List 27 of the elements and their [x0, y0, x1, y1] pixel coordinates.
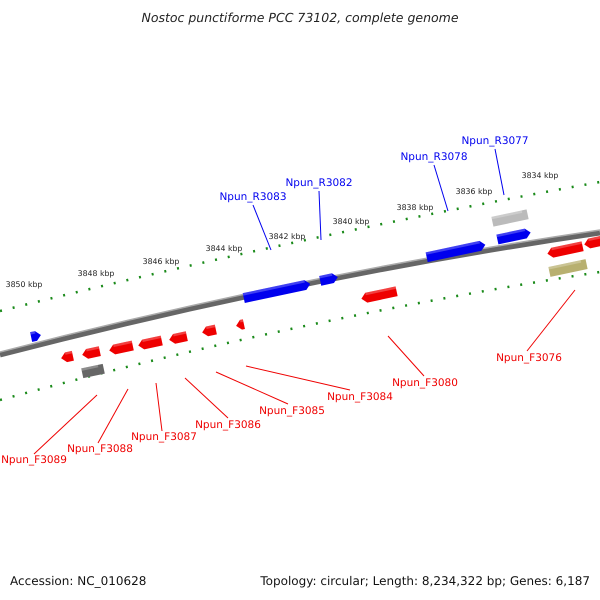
- genome-info-text: Topology: circular; Length: 8,234,322 bp; Genes: 6,187: [260, 575, 590, 587]
- leader-line: [434, 164, 448, 212]
- leader-line: [184, 378, 228, 418]
- leader-line: [246, 366, 350, 390]
- gene-label: Npun_F3088: [67, 444, 133, 454]
- gene-label: Npun_F3089: [1, 454, 67, 466]
- leader-line: [98, 388, 128, 444]
- leader-line: [318, 190, 322, 240]
- leader-line: [34, 394, 98, 454]
- gene-label: Npun_F3076: [496, 352, 562, 364]
- leader-line: [252, 204, 272, 250]
- gene-label: Npun_R3078: [400, 152, 468, 162]
- gene-label: Npun_F3080: [392, 378, 458, 388]
- gene-label: Npun_F3087: [131, 432, 197, 442]
- gene-label: Npun_F3084: [327, 392, 393, 402]
- gene-label: Npun_F3086: [195, 420, 261, 430]
- gene-label: Npun_R3083: [219, 192, 287, 202]
- gene-label: Npun_R3077: [461, 136, 529, 146]
- leader-line: [156, 382, 162, 432]
- gene-label: Npun_F3085: [259, 406, 325, 416]
- leader-line: [388, 336, 424, 376]
- leader-line: [494, 148, 504, 196]
- title: Nostoc punctiforme PCC 73102, complete genome: [141, 12, 459, 24]
- gene-label: Npun_R3082: [285, 178, 353, 188]
- accession-text: Accession: NC_010628: [10, 575, 146, 587]
- leader-line: [526, 290, 576, 352]
- leader-line: [216, 372, 288, 404]
